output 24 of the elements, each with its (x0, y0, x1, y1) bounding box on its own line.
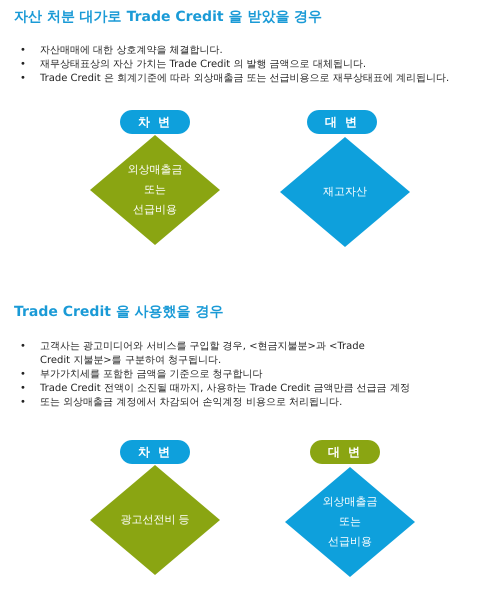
bullet-text: Trade Credit 전액이 소진될 때까지, 사용하는 Trade Credit 금액만큼 선급금 계정 (40, 382, 411, 396)
diamond-node: 외상매출금 또는 선급비용 (90, 135, 220, 245)
header-pill: 대 변 (307, 110, 377, 134)
header-pill: 차 변 (120, 110, 190, 134)
bullet-text: Trade Credit 은 회계기준에 따라 외상매출금 또는 선급비용으로 재무상태표에 계리됩니다. (40, 72, 450, 86)
bullet-text: 재무상태표상의 자산 가치는 Trade Credit 의 발행 금액으로 대체됩니다. (40, 58, 368, 72)
header-pill: 대 변 (310, 440, 380, 464)
bullet-mark: • (20, 58, 26, 72)
diamond-node: 재고자산 (280, 137, 410, 247)
diamond-node: 외상매출금 또는 선급비용 (285, 467, 415, 577)
bullet-mark: • (20, 340, 26, 354)
header-pill: 차 변 (120, 440, 190, 464)
bullet-text: 부가가치세를 포함한 금액을 기준으로 청구합니다 (40, 368, 264, 382)
bullet-mark: • (20, 44, 26, 58)
bullet-text: 고객사는 광고미디어와 서비스를 구입할 경우, <현금지불분>과 <Trade Credit 지불분>를 구분하여 청구됩니다. (40, 340, 366, 368)
bullet-text: 또는 외상매출금 계정에서 차감되어 손익계정 비용으로 처리됩니다. (40, 396, 344, 410)
bullet-mark: • (20, 368, 26, 382)
bullet-mark: • (20, 382, 26, 396)
section-heading: Trade Credit 을 사용했을 경우 (14, 303, 224, 321)
bullet-mark: • (20, 72, 26, 86)
bullet-text: 자산매매에 대한 상호계약을 체결합니다. (40, 44, 224, 58)
diamond-node: 광고선전비 등 (90, 465, 220, 575)
bullet-mark: • (20, 396, 26, 410)
heading: 자산 처분 대가로 Trade Credit 을 받았을 경우 (14, 8, 322, 26)
